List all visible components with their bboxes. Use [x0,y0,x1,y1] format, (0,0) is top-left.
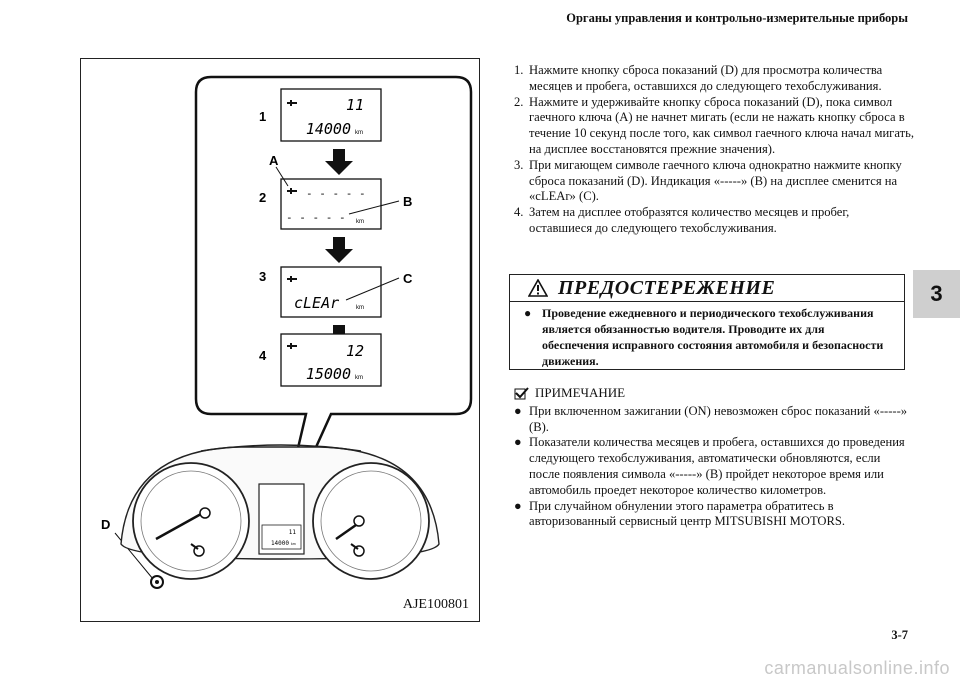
display-2-unit: km [356,219,364,225]
left-gauge [132,462,250,580]
note-header: ПРИМЕЧАНИЕ [514,385,914,401]
watermark: carmanualsonline.info [764,658,950,678]
figure-code: AJE100801 [402,597,469,612]
note-text: Показатели количества месяцев и пробега,… [529,435,905,497]
wrench-icon [287,188,297,194]
warning-title: ПРЕДОСТЕРЕЖЕНИЕ [558,276,776,299]
lcd-display-1: 11 14000 km [280,88,382,142]
wrench-icon [287,343,297,349]
step-item: 3. При мигающем символе гаечного ключа од… [514,158,914,205]
step-text: Нажмите и удерживайте кнопку сброса пока… [529,94,915,156]
warning-text: Проведение ежедневного и периодического … [542,306,884,368]
step-number: 3. [514,157,524,172]
display-1-distance: 14000 [306,120,351,138]
wrench-icon [287,276,297,282]
step-item: 2. Нажмите и удерживайте кнопку сброса по… [514,95,914,158]
note-item: ● Показатели количества месяцев и пробега… [514,435,914,498]
display-3-clear: cLEAr [294,294,339,312]
step-label-1: 1 [259,109,266,124]
step-item: 4. Затем на дисплее отобразятся количеств… [514,205,914,237]
note-text: При включенном зажигании (ON) невозможен… [529,403,908,434]
right-gauge [312,462,430,580]
display-4-distance: 15000 [306,365,351,383]
cluster-display-distance: 14000 [271,540,289,547]
procedure-steps: 1. Нажмите кнопку сброса показаний (D) дл… [514,63,914,237]
cluster-display-unit: km [291,542,296,546]
warning-bullet: ● [524,306,532,320]
step-number: 2. [514,94,524,109]
warning-body: ● Проведение ежедневного и периодическог… [524,305,894,369]
step-text: Нажмите кнопку сброса показаний (D) для … [529,63,883,93]
instrument-cluster-figure: 11 14000 km - - - - - - - - - - km cLEAr… [80,58,480,622]
step-text: При мигающем символе гаечного ключа одно… [529,157,902,204]
page-header: Органы управления и контрольно-измерител… [566,11,908,25]
callout-a: A [269,153,279,168]
display-4-unit: km [355,375,363,381]
note-bullet: ● [514,403,522,418]
reset-button-d[interactable] [150,575,164,589]
wrench-icon [287,100,297,106]
page-number: 3-7 [891,628,908,642]
callout-b: B [403,194,412,209]
warning-divider [510,301,904,302]
display-4-months: 12 [346,342,364,360]
step-label-2: 2 [259,190,266,205]
note-text: При случайном обнулении этого параметра … [529,498,846,529]
note-bullet: ● [514,498,522,513]
note-section: ПРИМЕЧАНИЕ ● При включенном зажигании (ON… [514,385,914,530]
note-item: ● При случайном обнулении этого параметра… [514,499,914,531]
warning-triangle-icon [528,279,548,297]
cluster-illustration: 11 14000 km - - - - - - - - - - km cLEAr… [101,75,473,589]
center-display: 11 14000 km [258,483,305,555]
display-2-bottom: - - - - - [286,211,346,224]
display-1-months: 11 [346,96,364,114]
lcd-display-2: - - - - - - - - - - km [280,178,382,230]
note-item: ● При включенном зажигании (ON) невозможе… [514,404,914,436]
arrow-down-icon [325,237,353,263]
display-2-top: - - - - - [306,187,366,200]
callout-d: D [101,517,110,532]
section-tab: 3 [913,270,960,318]
display-1-unit: km [355,130,363,136]
note-title: ПРИМЕЧАНИЕ [535,385,626,400]
procedure-text: 1. Нажмите кнопку сброса показаний (D) дл… [514,63,914,237]
arrow-down-icon [325,149,353,175]
step-item: 1. Нажмите кнопку сброса показаний (D) дл… [514,63,914,95]
lcd-display-3: cLEAr km [280,266,382,318]
step-number: 1. [514,63,524,77]
warning-header: ПРЕДОСТЕРЕЖЕНИЕ [528,274,775,302]
warning-box: ПРЕДОСТЕРЕЖЕНИЕ ● Проведение ежедневного… [509,274,905,370]
callout-c: C [403,271,413,286]
step-label-3: 3 [259,269,266,284]
display-3-unit: km [356,305,364,311]
lcd-display-4: 12 15000 km [280,333,382,387]
note-check-icon [514,387,529,400]
note-bullet: ● [514,435,522,450]
step-label-4: 4 [259,348,267,363]
cluster-display-months: 11 [289,529,297,536]
note-list: ● При включенном зажигании (ON) невозможе… [514,404,914,530]
step-text: Затем на дисплее отобразятся количество … [529,205,850,235]
step-number: 4. [514,205,524,220]
